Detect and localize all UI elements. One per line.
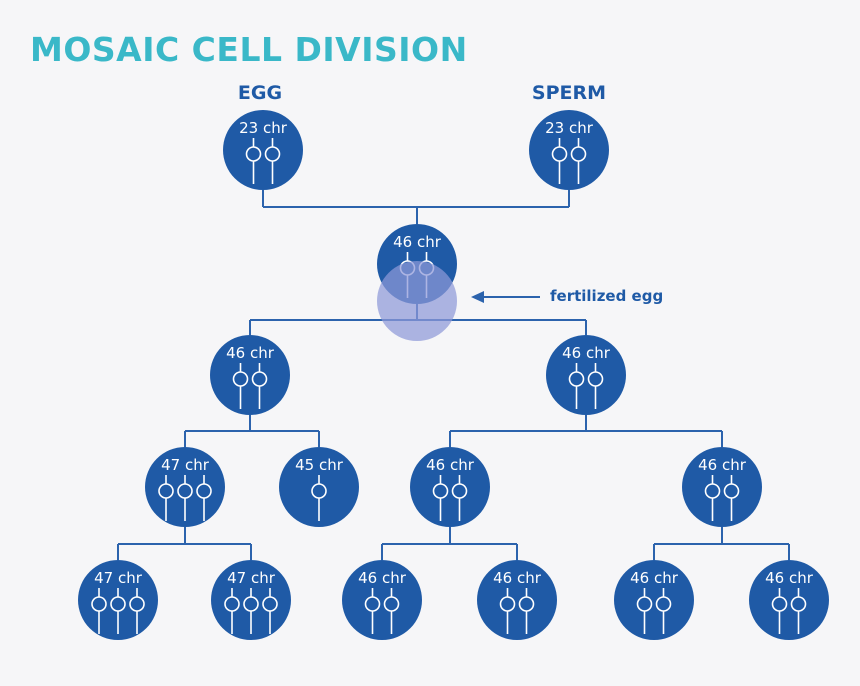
cell-chromosome-count: 46 chr bbox=[426, 456, 475, 474]
chromosome-icon bbox=[568, 363, 585, 409]
cell-chromosome-count: 46 chr bbox=[226, 344, 275, 362]
cell-g3-c: 46 chr bbox=[342, 560, 422, 640]
cell-g1-right: 46 chr bbox=[546, 335, 626, 415]
chromosome-icon bbox=[636, 588, 653, 634]
cell-g2-c: 46 chr bbox=[410, 447, 490, 527]
fertilized-egg-highlight bbox=[377, 261, 457, 341]
sperm-label: SPERM bbox=[531, 82, 607, 104]
cell-egg: 23 chr bbox=[223, 110, 303, 190]
cell-circle bbox=[210, 335, 290, 415]
chromosome-icon bbox=[129, 588, 145, 634]
cell-chromosome-count: 47 chr bbox=[161, 456, 210, 474]
chromosome-icon bbox=[245, 138, 262, 184]
cell-circle bbox=[682, 447, 762, 527]
chromosome-icon bbox=[177, 475, 193, 521]
chromosome-icon bbox=[432, 475, 449, 521]
cell-circle bbox=[477, 560, 557, 640]
cell-g3-e: 46 chr bbox=[614, 560, 694, 640]
diagram-title: MOSAIC CELL DIVISION bbox=[30, 30, 468, 69]
cell-chromosome-count: 45 chr bbox=[295, 456, 344, 474]
cell-chromosome-count: 46 chr bbox=[765, 569, 814, 587]
chromosome-icon bbox=[704, 475, 721, 521]
chromosome-icon bbox=[110, 588, 126, 634]
chromosome-icon bbox=[262, 588, 278, 634]
chromosome-icon bbox=[91, 588, 107, 634]
chromosome-icon bbox=[499, 588, 516, 634]
chromosome-icon bbox=[771, 588, 788, 634]
cell-g3-b: 47 chr bbox=[211, 560, 291, 640]
cell-circle bbox=[342, 560, 422, 640]
cell-chromosome-count: 46 chr bbox=[698, 456, 747, 474]
cell-chromosome-count: 46 chr bbox=[393, 233, 442, 251]
egg-label: EGG bbox=[237, 82, 283, 104]
chromosome-icon bbox=[243, 588, 259, 634]
cell-g3-d: 46 chr bbox=[477, 560, 557, 640]
cell-circle bbox=[614, 560, 694, 640]
chromosome-icon bbox=[158, 475, 174, 521]
annotation-arrowhead bbox=[471, 291, 484, 303]
cell-chromosome-count: 23 chr bbox=[545, 119, 594, 137]
cell-chromosome-count: 46 chr bbox=[562, 344, 611, 362]
cell-g2-a: 47 chr bbox=[145, 447, 225, 527]
chromosome-icon bbox=[264, 138, 281, 184]
cell-circle bbox=[749, 560, 829, 640]
chromosome-icon bbox=[383, 588, 400, 634]
chromosome-icon bbox=[196, 475, 212, 521]
chromosome-icon bbox=[451, 475, 468, 521]
cell-chromosome-count: 46 chr bbox=[630, 569, 679, 587]
cell-sperm: 23 chr bbox=[529, 110, 609, 190]
cell-chromosome-count: 47 chr bbox=[227, 569, 276, 587]
cell-g1-left: 46 chr bbox=[210, 335, 290, 415]
cell-g3-f: 46 chr bbox=[749, 560, 829, 640]
cell-chromosome-count: 47 chr bbox=[94, 569, 143, 587]
chromosome-icon bbox=[551, 138, 568, 184]
chromosome-icon bbox=[251, 363, 268, 409]
chromosome-icon bbox=[518, 588, 535, 634]
chromosome-icon bbox=[587, 363, 604, 409]
cell-circle bbox=[223, 110, 303, 190]
cell-chromosome-count: 23 chr bbox=[239, 119, 288, 137]
cell-circle bbox=[546, 335, 626, 415]
chromosome-icon bbox=[570, 138, 587, 184]
chromosome-icon bbox=[224, 588, 240, 634]
chromosome-icon bbox=[232, 363, 249, 409]
cell-g2-b: 45 chr bbox=[279, 447, 359, 527]
cell-g2-d: 46 chr bbox=[682, 447, 762, 527]
cell-chromosome-count: 46 chr bbox=[493, 569, 542, 587]
chromosome-icon bbox=[364, 588, 381, 634]
cell-circle bbox=[529, 110, 609, 190]
chromosome-icon bbox=[723, 475, 740, 521]
fertilized-egg-annotation: fertilized egg bbox=[550, 287, 664, 305]
cell-chromosome-count: 46 chr bbox=[358, 569, 407, 587]
cell-circle bbox=[410, 447, 490, 527]
chromosome-icon bbox=[790, 588, 807, 634]
chromosome-icon bbox=[311, 475, 327, 521]
chromosome-icon bbox=[655, 588, 672, 634]
cell-g3-a: 47 chr bbox=[78, 560, 158, 640]
